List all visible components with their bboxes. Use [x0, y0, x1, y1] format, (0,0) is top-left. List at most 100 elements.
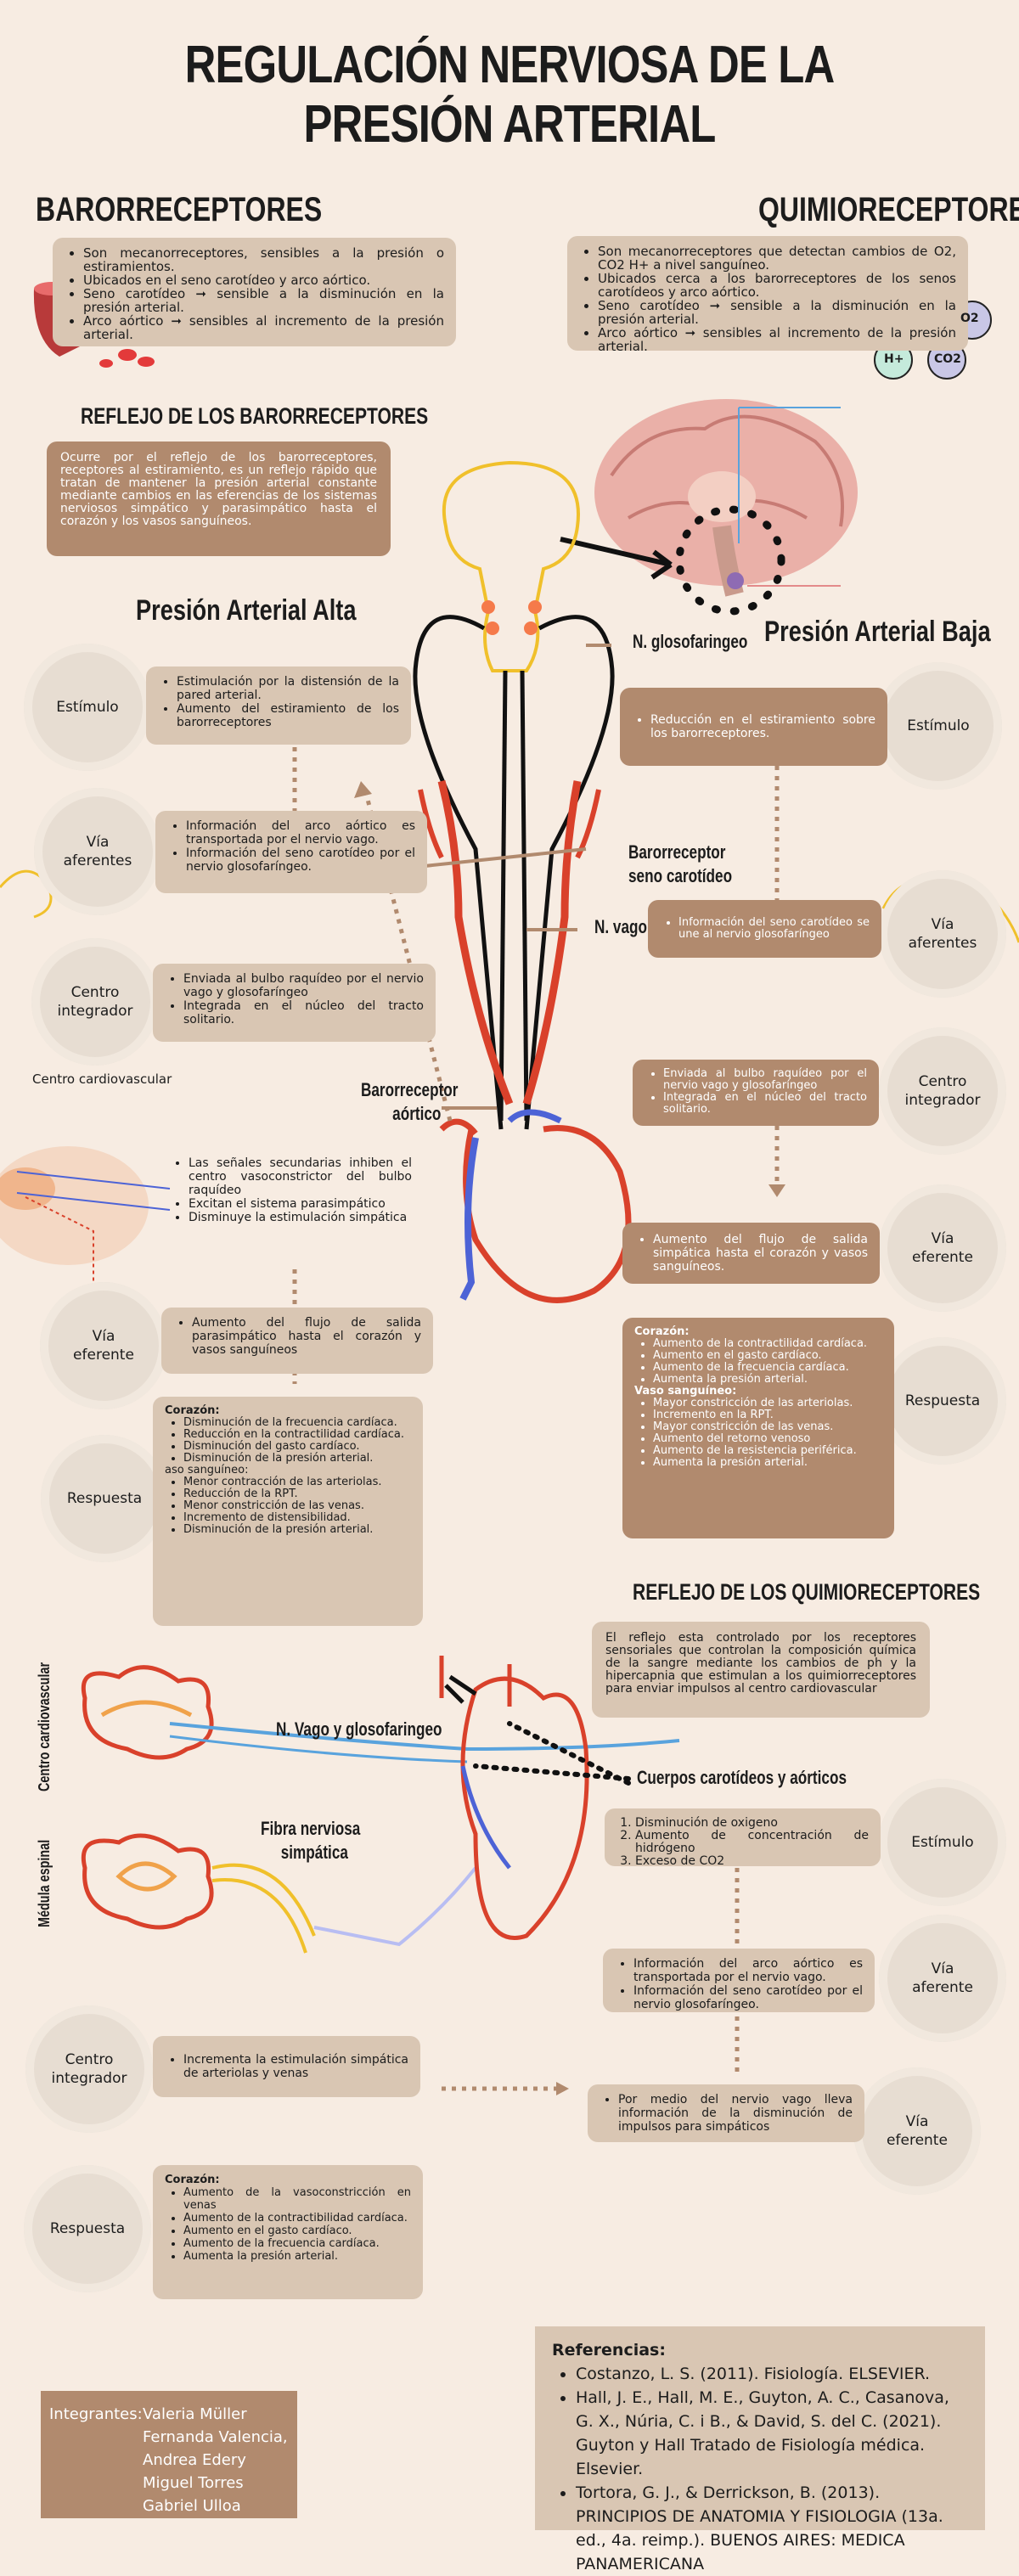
list-item: Disminución de oxigeno — [635, 1817, 869, 1830]
list-item: Información del seno carotídeo se une al… — [678, 917, 870, 941]
baja-aferente-box: Información del seno carotídeo se une al… — [648, 900, 881, 958]
list-item: Hall, J. E., Hall, M. E., Guyton, A. C.,… — [576, 2386, 968, 2481]
alta-heading: Presión Arterial Alta — [136, 594, 357, 627]
list-item: Arco aórtico ➞ sensibles al incremento d… — [598, 326, 956, 353]
list-item: Aumento de la frecuencia cardíaca. — [183, 2237, 411, 2250]
baro-heading: BARORRECEPTORES — [36, 191, 323, 228]
chemo-diagram — [82, 1656, 680, 1954]
quimio-estimulo-circle: Estímulo — [879, 1779, 1006, 1906]
baja-estimulo-box: Reducción en el estiramiento sobre los b… — [620, 688, 887, 766]
medula-vertical-label: Médula espinal — [36, 1839, 53, 1927]
list-item: Integrada en el núcleo del tracto solita… — [183, 999, 424, 1026]
team-box: Integrantes: Valeria Müller Fernanda Val… — [41, 2391, 297, 2518]
list-item: Costanzo, L. S. (2011). Fisiología. ELSE… — [576, 2362, 968, 2386]
list-item: Enviada al bulbo raquídeo por el nervio … — [663, 1068, 867, 1092]
centro-cardiovascular-label: Centro cardiovascular — [32, 1071, 172, 1087]
references-box: Referencias: Costanzo, L. S. (2011). Fis… — [535, 2326, 985, 2573]
vago-glosofaringeo-label: N. Vago y glosofaringeo — [276, 1718, 442, 1740]
list-item: Incremento en la RPT. — [653, 1409, 882, 1421]
list-item: Son mecanorreceptores, sensibles a la pr… — [83, 246, 444, 273]
list-item: Integrada en el núcleo del tracto solita… — [663, 1092, 867, 1116]
respuesta-corazon-label: Corazón: — [634, 1325, 690, 1338]
list-item: Ubicados en el seno carotídeo y arco aór… — [83, 273, 444, 287]
list-item: Excitan el sistema parasimpático — [189, 1197, 412, 1211]
team-member: Valeria Müller — [143, 2405, 247, 2423]
alta-respuesta-box: Corazón: Disminución de la frecuencia ca… — [153, 1397, 423, 1626]
list-item: Aumento del estiramiento de los barorrec… — [177, 702, 399, 729]
respuesta-corazon-label: Corazón: — [165, 1404, 220, 1417]
spinal-cord-icon — [0, 1146, 171, 1282]
list-item: Disminución del gasto cardíaco. — [183, 1441, 411, 1453]
list-item: Disminución de la presión arterial. — [183, 1524, 411, 1536]
nervous-system-figure — [413, 460, 632, 1303]
team-member: Gabriel Ulloa — [143, 2497, 241, 2515]
list-item: Mayor constricción de las venas. — [653, 1421, 882, 1433]
list-item: Son mecanorreceptores que detectan cambi… — [598, 245, 956, 272]
list-item: Menor constricción de las venas. — [183, 1500, 411, 1512]
list-item: Tortora, G. J., & Derrickson, B. (2013).… — [576, 2481, 968, 2576]
list-item: Enviada al bulbo raquídeo por el nervio … — [183, 972, 424, 999]
arrow-icon — [560, 537, 672, 567]
glosofaringeo-label: N. glosofaringeo — [633, 631, 748, 652]
list-item: Incremento de distensibilidad. — [183, 1512, 411, 1524]
alta-senales-list: Las señales secundarias inhiben el centr… — [170, 1156, 412, 1224]
list-item: Aumento de la resistencia periférica. — [653, 1445, 882, 1457]
list-item: Disminuye la estimulación simpática — [189, 1211, 412, 1224]
respuesta-corazon-label: Corazón: — [165, 2174, 220, 2186]
list-item: Aumento de la vasoconstricción en venas — [183, 2186, 411, 2212]
reflejo-quimio-text: El reflejo esta controlado por los recep… — [592, 1622, 930, 1718]
respuesta-vaso-label: Vaso sanguíneo: — [634, 1385, 737, 1398]
quimio-respuesta-box: Corazón: Aumento de la vasoconstricción … — [153, 2165, 423, 2299]
quimio-eferente-box: Por medio del nervio vago lleva informac… — [588, 2084, 864, 2142]
alta-centro-box: Enviada al bulbo raquídeo por el nervio … — [153, 964, 436, 1042]
alta-eferente-box: Aumento del flujo de salida parasimpátic… — [161, 1308, 433, 1374]
baja-respuesta-circle: Respuesta — [879, 1337, 1006, 1465]
baja-estimulo-circle: Estímulo — [875, 662, 1002, 790]
list-item: Por medio del nervio vago lleva informac… — [618, 2093, 853, 2134]
reflejo-baro-heading: REFLEJO DE LOS BARORRECEPTORES — [81, 403, 429, 429]
team-label: Integrantes: — [49, 2405, 143, 2423]
list-item: Incrementa la estimulación simpática de … — [183, 2053, 408, 2080]
page-title: REGULACIÓN NERVIOSA DE LA PRESIÓN ARTERI… — [184, 36, 836, 154]
list-item: Aumento de la contractibilidad cardíaca. — [183, 2212, 411, 2224]
reflejo-baro-text: Ocurre por el reflejo de los barorrecept… — [47, 442, 391, 556]
respuesta-vaso-label: aso sanguíneo: — [165, 1464, 249, 1476]
baja-heading: Presión Arterial Baja — [764, 616, 991, 648]
list-item: Aumenta la presión arterial. — [183, 2250, 411, 2263]
list-item: Mayor constricción de las arteriolas. — [653, 1398, 882, 1409]
alta-estimulo-circle: Estímulo — [24, 644, 151, 771]
list-item: Aumento del flujo de salida parasimpátic… — [192, 1316, 421, 1357]
centro-cardiovascular-vertical-label: Centro cardiovascular — [36, 1662, 53, 1791]
reflejo-quimio-heading: REFLEJO DE LOS QUIMIORECEPTORES — [633, 1579, 981, 1605]
quimio-centro-box: Incrementa la estimulación simpática de … — [153, 2036, 420, 2097]
list-item: Seno carotídeo ➞ sensible a la disminuci… — [83, 287, 444, 314]
baja-centro-box: Enviada al bulbo raquídeo por el nervio … — [633, 1060, 879, 1126]
alta-estimulo-box: Estimulación por la distensión de la par… — [146, 666, 411, 745]
list-item: Arco aórtico ➞ sensibles al incremento d… — [83, 314, 444, 341]
alta-respuesta-circle: Respuesta — [41, 1435, 168, 1562]
team-member: Fernanda Valencia, — [143, 2428, 288, 2446]
baja-respuesta-box: Corazón: Aumento de la contractilidad ca… — [622, 1318, 894, 1538]
references-heading: Referencias: — [552, 2341, 666, 2359]
brain-icon — [594, 399, 858, 616]
quimio-heading: QUIMIORECEPTORES — [758, 191, 1019, 228]
list-item: Menor contracción de las arteriolas. — [183, 1476, 411, 1488]
o2-label: O2 — [960, 312, 979, 325]
co2-label: CO2 — [934, 352, 961, 366]
list-item: Aumenta la presión arterial. — [653, 1457, 882, 1469]
cuerpos-label: Cuerpos carotídeos y aórticos — [637, 1767, 847, 1788]
list-item: Aumento de la contractilidad cardíaca. — [653, 1338, 882, 1350]
h-label: H+ — [884, 352, 904, 366]
list-item: Información del seno carotídeo por el ne… — [186, 846, 415, 874]
